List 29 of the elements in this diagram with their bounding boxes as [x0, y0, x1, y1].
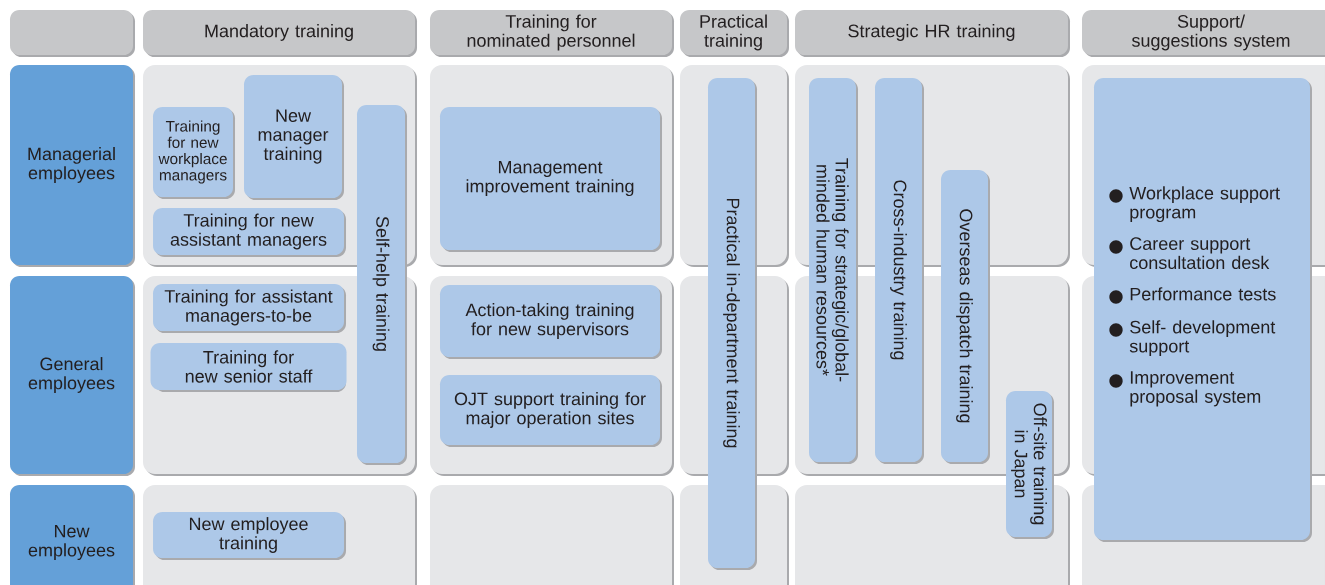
column-header: Strategic HR training	[795, 10, 1070, 57]
training-box: Action-taking training for new supervisors	[440, 285, 662, 359]
bullet-item: Workplace support program	[1109, 186, 1280, 223]
row-header: New employees	[10, 485, 135, 585]
training-box: Training for new senior staff	[150, 343, 347, 392]
row-header: Managerial employees	[10, 65, 135, 267]
bullet-item: Improvement proposal system	[1109, 371, 1261, 407]
training-box: Training for strategic/global-minded human resources*	[809, 78, 858, 464]
column-header: Practical training	[680, 10, 789, 57]
training-box: New manager training	[244, 75, 344, 200]
training-box: Off-site training in Japan	[1006, 391, 1054, 539]
bullet-item: Self- development support	[1109, 320, 1276, 357]
training-box: New employee training	[153, 512, 346, 560]
row-header: General employees	[10, 276, 135, 476]
training-box: Training for assistant managers-to-be	[153, 284, 346, 333]
training-box: Self-help training	[357, 105, 407, 465]
training-box: OJT support training for major operation sites	[440, 375, 662, 447]
column-header: Support/ suggestions system	[1082, 10, 1325, 57]
training-box: Cross-industry training	[875, 78, 924, 464]
header-box	[10, 10, 135, 57]
bullet-item: Performance tests	[1109, 287, 1276, 304]
training-box: Practical in-department training	[708, 78, 757, 570]
training-box: Training for new workplace managers	[153, 107, 235, 199]
bullet-item: Career support consultation desk	[1109, 237, 1270, 270]
column-header: Training for nominated personnel	[430, 10, 674, 57]
training-box: Overseas dispatch training	[941, 170, 990, 464]
training-box: Training for new assistant managers	[153, 208, 346, 257]
training-box: Management improvement training	[440, 107, 662, 252]
column-header: Mandatory training	[143, 10, 417, 57]
